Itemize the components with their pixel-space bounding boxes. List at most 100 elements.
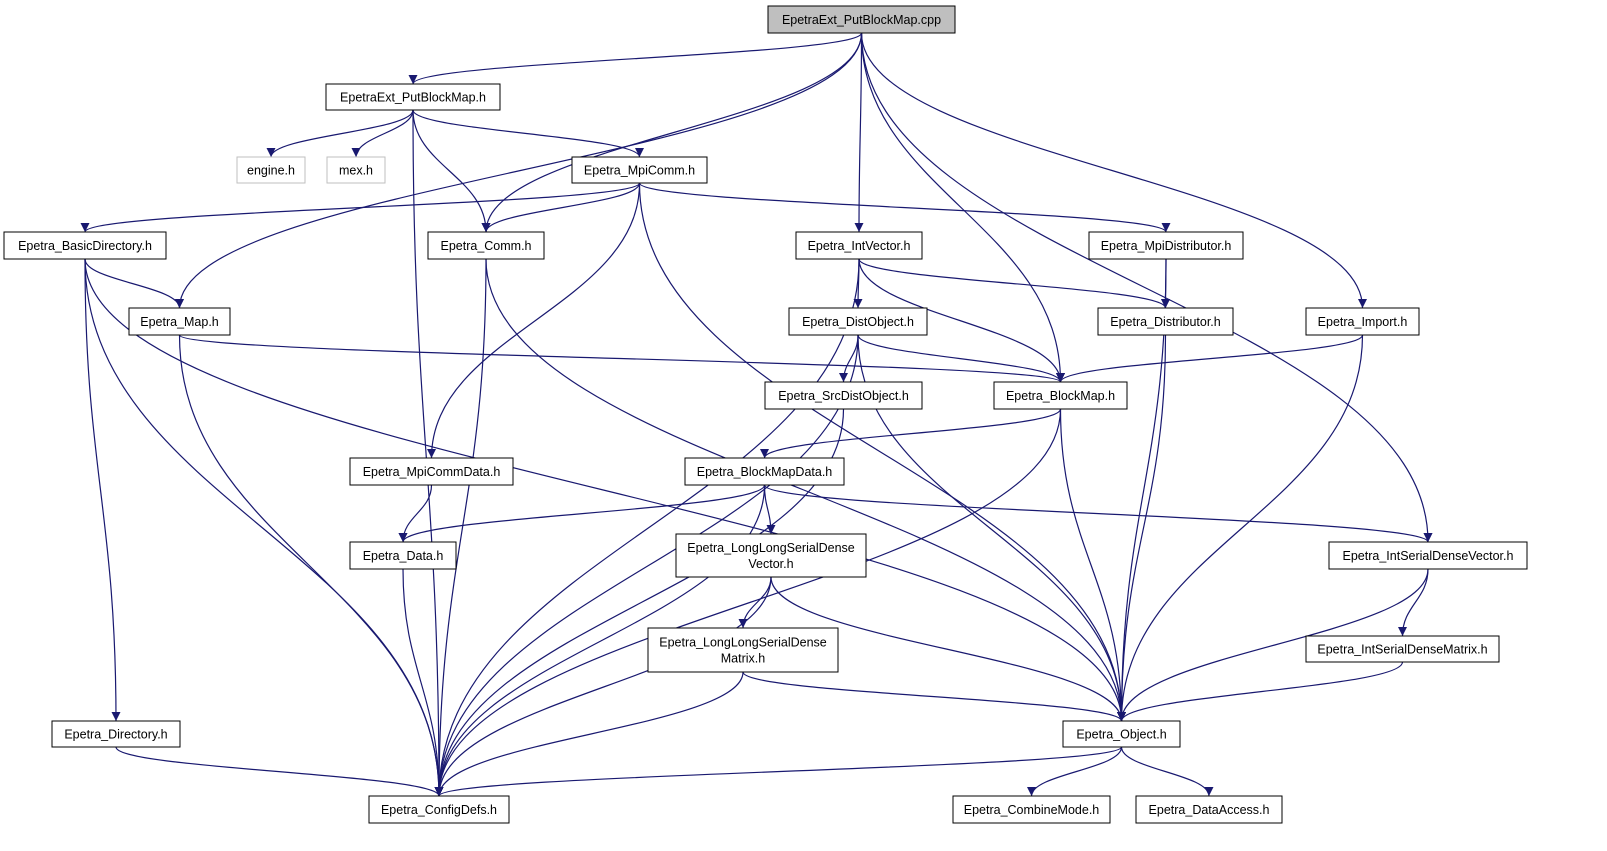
edge-comm-to-object <box>485 258 1126 722</box>
edge-root-to-import <box>860 32 1367 309</box>
node-import[interactable]: Epetra_Import.h <box>1305 307 1420 336</box>
node-label-configdefs: Epetra_ConfigDefs.h <box>381 803 497 817</box>
node-isdv[interactable]: Epetra_IntSerialDenseVector.h <box>1328 541 1528 570</box>
node-label-llsdm-line-2: Matrix.h <box>721 652 766 666</box>
node-box-map <box>128 307 231 336</box>
node-box-mpicommdata <box>349 457 514 486</box>
edge-basicdir-to-configdefs <box>84 258 444 797</box>
node-box-basicdir <box>3 231 167 260</box>
node-box-combinemode <box>952 795 1111 824</box>
edge-object-to-combinemode <box>1027 746 1123 797</box>
node-label-engine: engine.h <box>247 164 295 178</box>
edge-directory-to-configdefs <box>115 746 444 797</box>
node-label-combinemode: Epetra_CombineMode.h <box>964 803 1100 817</box>
edge-mpidist-to-object <box>1117 258 1167 722</box>
node-box-isdv <box>1328 541 1528 570</box>
node-intvector[interactable]: Epetra_IntVector.h <box>795 231 923 260</box>
node-object[interactable]: Epetra_Object.h <box>1062 720 1181 748</box>
node-label-data: Epetra_Data.h <box>363 549 444 563</box>
edge-blockmapdata-to-isdv <box>763 484 1433 543</box>
edge-map-to-configdefs <box>178 334 444 797</box>
node-blockmapdata[interactable]: Epetra_BlockMapData.h <box>684 457 845 486</box>
node-srcdist[interactable]: Epetra_SrcDistObject.h <box>764 381 923 410</box>
node-pbm_h[interactable]: EpetraExt_PutBlockMap.h <box>325 83 501 111</box>
edge-intvector-to-blockmap <box>858 258 1065 383</box>
edge-isdv-to-isdm <box>1398 568 1429 637</box>
edge-mpicomm-to-mpidist <box>638 182 1171 233</box>
node-label-directory: Epetra_Directory.h <box>64 728 167 742</box>
edge-pbm_h-to-engine <box>266 109 414 158</box>
node-root[interactable]: EpetraExt_PutBlockMap.cpp <box>767 5 956 34</box>
edge-root-to-isdv <box>860 32 1433 543</box>
edge-isdm-to-object <box>1117 661 1404 722</box>
node-label-blockmap: Epetra_BlockMap.h <box>1006 389 1115 403</box>
node-label-distributor: Epetra_Distributor.h <box>1110 315 1221 329</box>
edge-basicdir-to-directory <box>84 258 121 722</box>
edge-pbm_h-to-configdefs <box>412 109 444 797</box>
node-mpidist[interactable]: Epetra_MpiDistributor.h <box>1088 231 1244 260</box>
node-box-distributor <box>1097 307 1234 336</box>
node-label-pbm_h: EpetraExt_PutBlockMap.h <box>340 91 486 105</box>
edge-comm-to-configdefs <box>434 258 487 797</box>
node-label-comm: Epetra_Comm.h <box>440 239 531 253</box>
edge-import-to-object <box>1117 334 1364 722</box>
edge-llsdv-to-object <box>770 576 1126 722</box>
node-mpicommdata[interactable]: Epetra_MpiCommData.h <box>349 457 514 486</box>
node-box-blockmapdata <box>684 457 845 486</box>
node-isdm[interactable]: Epetra_IntSerialDenseMatrix.h <box>1305 635 1500 663</box>
node-box-llsdm <box>647 627 839 673</box>
node-label-llsdv-line-2: Vector.h <box>748 557 793 571</box>
node-label-isdv: Epetra_IntSerialDenseVector.h <box>1343 549 1514 563</box>
edges-layer <box>80 32 1433 797</box>
node-box-blockmap <box>993 381 1128 410</box>
edge-object-to-configdefs <box>434 746 1123 797</box>
edge-import-to-blockmap <box>1056 334 1364 383</box>
node-configdefs[interactable]: Epetra_ConfigDefs.h <box>368 795 510 824</box>
node-box-mex <box>326 156 386 184</box>
node-box-mpicomm <box>571 156 708 184</box>
node-comm[interactable]: Epetra_Comm.h <box>427 231 545 260</box>
edge-blockmap-to-configdefs <box>434 408 1062 797</box>
edge-map-to-blockmap <box>178 334 1065 383</box>
node-data[interactable]: Epetra_Data.h <box>349 541 457 570</box>
nodes-layer: EpetraExt_PutBlockMap.cppEpetraExt_PutBl… <box>3 5 1528 824</box>
node-box-mpidist <box>1088 231 1244 260</box>
node-distributor[interactable]: Epetra_Distributor.h <box>1097 307 1234 336</box>
node-label-map: Epetra_Map.h <box>140 315 219 329</box>
node-label-llsdm-line-1: Epetra_LongLongSerialDense <box>659 636 827 650</box>
node-box-import <box>1305 307 1420 336</box>
node-basicdir[interactable]: Epetra_BasicDirectory.h <box>3 231 167 260</box>
node-box-srcdist <box>764 381 923 410</box>
edge-llsdv-to-configdefs <box>434 576 772 797</box>
edge-root-to-comm <box>481 32 863 233</box>
node-box-isdm <box>1305 635 1500 663</box>
node-distobj[interactable]: Epetra_DistObject.h <box>788 307 928 336</box>
node-box-configdefs <box>368 795 510 824</box>
node-label-llsdv-line-1: Epetra_LongLongSerialDense <box>687 541 855 555</box>
edge-pbm_h-to-mpicomm <box>412 109 644 158</box>
node-label-intvector: Epetra_IntVector.h <box>808 239 911 253</box>
node-mpicomm[interactable]: Epetra_MpiComm.h <box>571 156 708 184</box>
node-box-object <box>1062 720 1181 748</box>
node-box-dataaccess <box>1135 795 1283 824</box>
node-map[interactable]: Epetra_Map.h <box>128 307 231 336</box>
edge-data-to-configdefs <box>402 568 444 797</box>
node-box-comm <box>427 231 545 260</box>
edge-mpicomm-to-mpicommdata <box>427 182 641 459</box>
node-blockmap[interactable]: Epetra_BlockMap.h <box>993 381 1128 410</box>
edge-root-to-pbm_h <box>408 32 863 85</box>
node-box-llsdv <box>675 533 867 578</box>
node-combinemode[interactable]: Epetra_CombineMode.h <box>952 795 1111 824</box>
edge-pbm_h-to-comm <box>412 109 491 233</box>
node-label-mex: mex.h <box>339 164 373 178</box>
node-dataaccess[interactable]: Epetra_DataAccess.h <box>1135 795 1283 824</box>
edge-mpicomm-to-comm <box>481 182 641 233</box>
edge-intvector-to-configdefs <box>434 258 860 797</box>
edge-object-to-dataaccess <box>1120 746 1214 797</box>
edge-blockmap-to-blockmapdata <box>760 408 1062 459</box>
node-directory[interactable]: Epetra_Directory.h <box>51 720 181 748</box>
edge-blockmap-to-object <box>1059 408 1126 722</box>
